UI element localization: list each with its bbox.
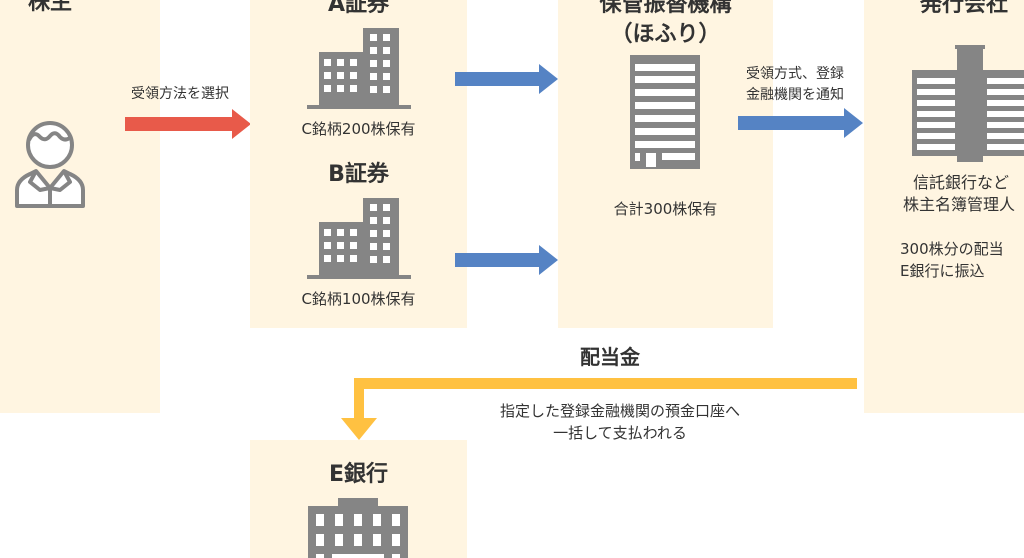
blue-arrow-icon [455, 64, 558, 94]
broker-a-holding: C銘柄200株保有 [301, 120, 416, 138]
broker-b-title: B証券 [328, 162, 389, 187]
bank-e-title: E銀行 [328, 462, 389, 487]
office-building-icon [307, 28, 411, 109]
jasdec-title-line2: （ほふり） [610, 22, 721, 47]
shareholder-title: 株主 [27, 0, 72, 15]
dividend-desc: 指定した登録金融機関の預金口座へ 一括して支払われる [420, 400, 820, 444]
issuer-title: 発行会社 [920, 0, 1009, 17]
broker-a-title: A証券 [327, 0, 390, 17]
bank-building-icon [308, 498, 408, 558]
dividend-title: 配当金 [580, 345, 640, 369]
notify-label-line1: 受領方式、登録 [746, 66, 844, 82]
blue-arrow-icon [455, 245, 558, 275]
notify-label: 受領方式、登録 金融機関を通知 [730, 64, 860, 106]
corporate-building-icon [912, 45, 1024, 162]
dividend-desc-line1: 指定した登録金融機関の預金口座へ [499, 402, 740, 420]
broker-b-holding: C銘柄100株保有 [301, 290, 416, 308]
issuer-desc-line2: 株主名簿管理人 [903, 195, 1016, 214]
issuer-desc-line1: 信託銀行など [913, 173, 1010, 192]
blue-arrow-icon [738, 108, 863, 138]
red-arrow-icon [125, 109, 251, 139]
person-icon [15, 121, 85, 208]
dividend-desc-line2: 一括して支払われる [553, 424, 687, 442]
jasdec-holding: 合計300株保有 [613, 200, 718, 218]
issuer-payment-line1: 300株分の配当 [900, 240, 1004, 258]
select-method-label: 受領方法を選択 [131, 86, 229, 102]
office-building-icon [307, 198, 411, 279]
jasdec-title: 保管振替機構 （ほふり） [558, 0, 773, 48]
issuer-payment-line2: E銀行に振込 [900, 262, 985, 280]
issuer-panel [864, 0, 1024, 413]
issuer-payment: 300株分の配当 E銀行に振込 [900, 238, 1004, 282]
tower-building-icon [630, 55, 700, 169]
notify-label-line2: 金融機関を通知 [746, 87, 844, 103]
yellow-arrow-icon [341, 378, 857, 440]
issuer-desc: 信託銀行など 株主名簿管理人 [903, 172, 1015, 216]
jasdec-title-line1: 保管振替機構 [599, 0, 732, 17]
